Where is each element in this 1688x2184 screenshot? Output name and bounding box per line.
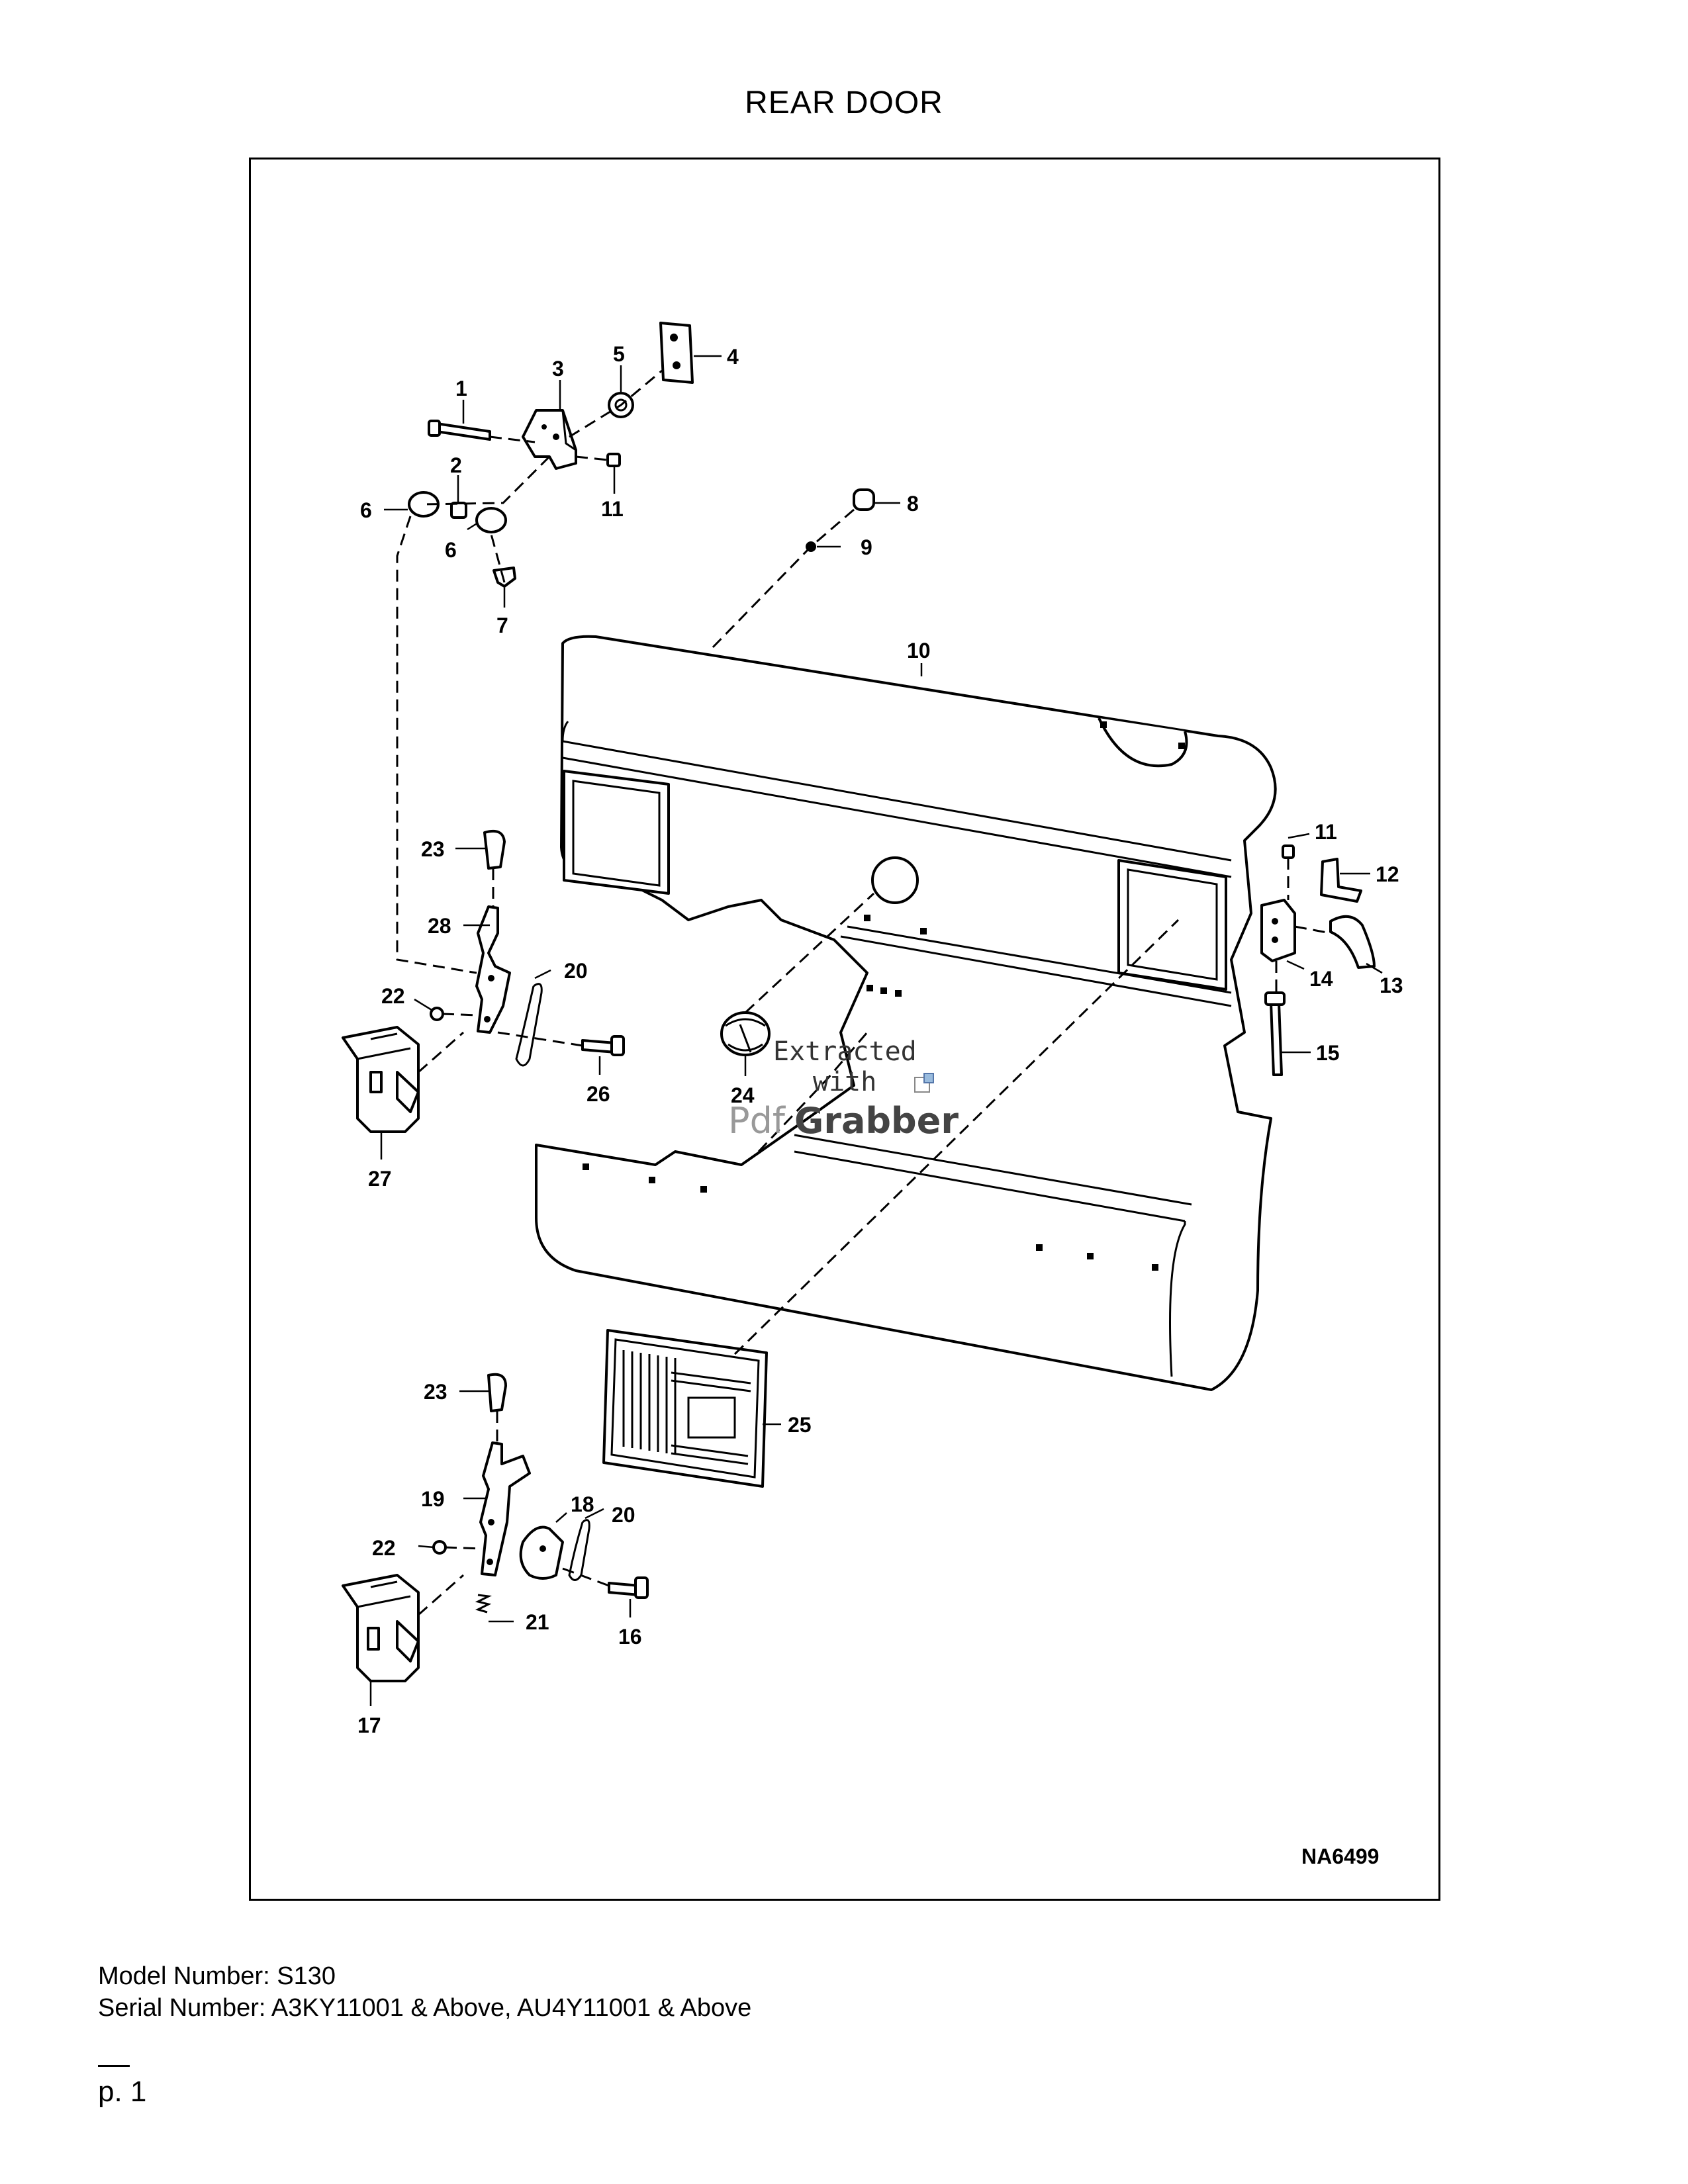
grille-slots bbox=[622, 1350, 751, 1465]
callout-1: 1 bbox=[455, 377, 467, 400]
callout-6a: 6 bbox=[360, 498, 372, 522]
pdfgrabber-watermark: Extracted with Pdf Grabber bbox=[728, 1036, 959, 1142]
callout-24: 24 bbox=[731, 1083, 755, 1107]
leader-lines bbox=[369, 355, 1383, 1706]
watermark-brand-a: Pdf bbox=[728, 1100, 786, 1142]
callout-27: 27 bbox=[368, 1167, 392, 1191]
callout-12: 12 bbox=[1376, 862, 1399, 886]
page-title: REAR DOOR bbox=[745, 85, 943, 120]
upper-left-latch bbox=[342, 829, 625, 1133]
callout-17: 17 bbox=[357, 1713, 381, 1737]
watermark-line2: with bbox=[813, 1067, 876, 1097]
callout-19: 19 bbox=[421, 1487, 445, 1511]
lower-left-latch bbox=[342, 1373, 649, 1682]
callout-3: 3 bbox=[552, 357, 564, 381]
callout-22a: 22 bbox=[381, 984, 405, 1008]
callout-23a: 23 bbox=[421, 837, 445, 861]
callout-5: 5 bbox=[613, 342, 625, 366]
handle-and-grille bbox=[602, 892, 1180, 1488]
callout-28: 28 bbox=[428, 914, 451, 938]
callout-21: 21 bbox=[526, 1610, 549, 1634]
callout-6b: 6 bbox=[445, 538, 457, 562]
callout-9: 9 bbox=[861, 535, 872, 559]
callout-23b: 23 bbox=[424, 1380, 447, 1404]
model-number: Model Number: S130 bbox=[98, 1962, 336, 1990]
right-latch-assembly bbox=[1260, 844, 1376, 1076]
figure-reference: NA6499 bbox=[1301, 1844, 1379, 1868]
page-number-rule bbox=[98, 2065, 130, 2067]
callout-7: 7 bbox=[496, 614, 508, 637]
callout-20b: 20 bbox=[612, 1503, 635, 1527]
callout-2: 2 bbox=[450, 453, 462, 477]
callout-15: 15 bbox=[1316, 1041, 1340, 1065]
callout-14: 14 bbox=[1309, 967, 1333, 991]
callout-10: 10 bbox=[907, 639, 931, 662]
callout-13: 13 bbox=[1380, 974, 1403, 997]
callout-25: 25 bbox=[788, 1413, 812, 1437]
callout-26: 26 bbox=[586, 1082, 610, 1106]
callout-4: 4 bbox=[727, 345, 739, 369]
page-number: p. 1 bbox=[98, 2075, 147, 2108]
callout-labels: 1 2 3 4 5 6 6 7 11 8 9 10 11 12 14 13 15… bbox=[357, 342, 1403, 1737]
callout-8: 8 bbox=[907, 492, 919, 516]
serial-number: Serial Number: A3KY11001 & Above, AU4Y11… bbox=[98, 1994, 752, 2022]
callout-16: 16 bbox=[618, 1625, 642, 1649]
callout-22b: 22 bbox=[372, 1536, 396, 1560]
callout-20a: 20 bbox=[564, 959, 588, 983]
callout-11a: 11 bbox=[601, 497, 624, 521]
callout-18: 18 bbox=[571, 1492, 594, 1516]
model-info: Model Number: S130 Serial Number: A3KY11… bbox=[98, 1960, 751, 2024]
callout-11b: 11 bbox=[1315, 820, 1337, 844]
watermark-brand-b: Grabber bbox=[794, 1100, 959, 1142]
pin-and-washer-8-9 bbox=[710, 488, 875, 650]
door-panel bbox=[535, 635, 1277, 1391]
top-hinge-assembly bbox=[396, 322, 694, 974]
diagram-frame bbox=[249, 158, 1440, 1901]
watermark-line1: Extracted bbox=[773, 1036, 917, 1067]
